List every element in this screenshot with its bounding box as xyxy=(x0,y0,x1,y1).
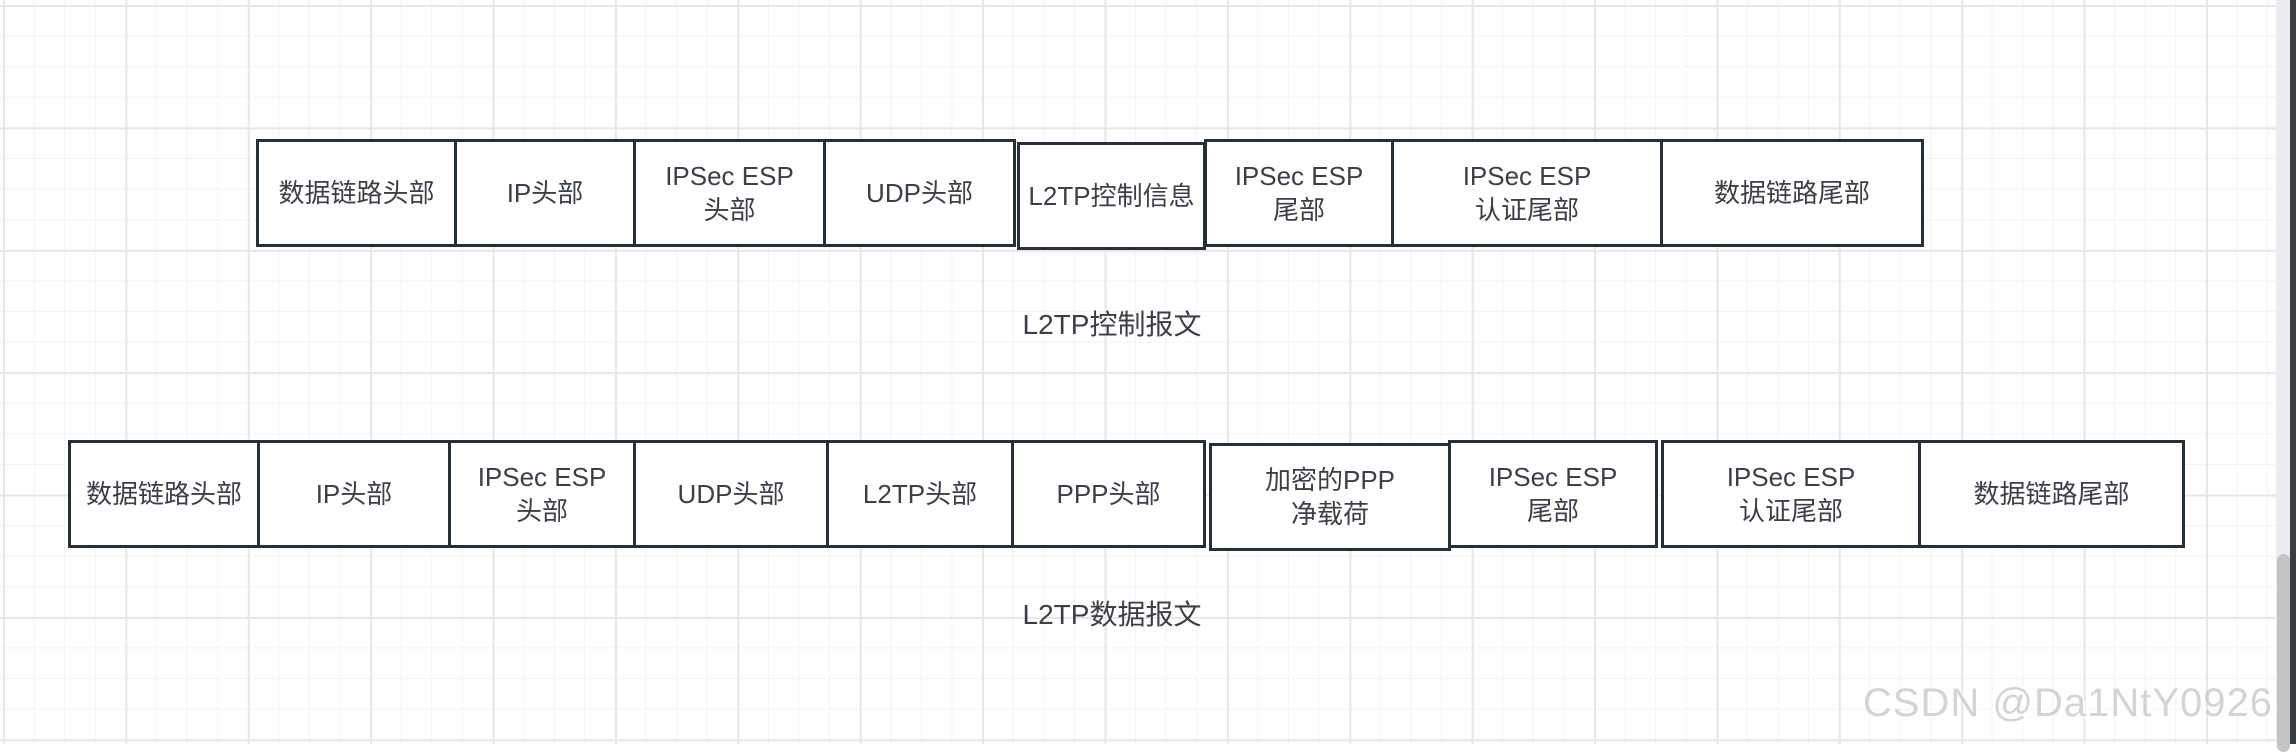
control-packet-caption: L2TP控制报文 xyxy=(1022,309,1202,340)
packet-field-text: IP头部 xyxy=(315,479,393,509)
packet-field-text: L2TP头部 xyxy=(862,479,978,509)
packet-field-text: PPP头部 xyxy=(1056,479,1161,509)
packet-field-box: 数据链路头部 xyxy=(256,139,457,247)
packet-field-box: IPSec ESP 尾部 xyxy=(1204,139,1394,247)
packet-field-box: 数据链路尾部 xyxy=(1660,139,1924,247)
packet-field-text: IPSec ESP 头部 xyxy=(665,161,794,225)
packet-field-box: IP头部 xyxy=(257,440,451,548)
packet-field-text: IPSec ESP 尾部 xyxy=(1488,462,1618,526)
csdn-watermark: CSDN @Da1NtY0926 xyxy=(1862,681,2273,725)
packet-field-text: 数据链路头部 xyxy=(278,178,435,208)
packet-field-text: 数据链路尾部 xyxy=(1713,178,1870,208)
packet-field-text: L2TP控制信息 xyxy=(1028,181,1195,211)
packet-field-text: UDP头部 xyxy=(677,479,785,509)
packet-field-box: UDP头部 xyxy=(633,440,829,548)
packet-field-text: UDP头部 xyxy=(866,178,973,208)
packet-field-text: 数据链路头部 xyxy=(85,479,242,509)
packet-field-text: 数据链路尾部 xyxy=(1973,479,2130,509)
packet-field-box: IPSec ESP 头部 xyxy=(448,440,636,548)
packet-field-text: IPSec ESP 认证尾部 xyxy=(1726,462,1856,526)
data-packet-caption: L2TP数据报文 xyxy=(1022,599,1202,630)
packet-field-text: IP头部 xyxy=(506,178,584,208)
packet-field-text: IPSec ESP 头部 xyxy=(477,462,607,526)
packet-field-box: IPSec ESP 头部 xyxy=(633,139,826,247)
packet-field-box: 数据链路尾部 xyxy=(1918,440,2185,548)
packet-field-text: IPSec ESP 尾部 xyxy=(1234,161,1364,225)
window-edge-strip xyxy=(2290,0,2296,744)
packet-field-box: IPSec ESP 尾部 xyxy=(1448,440,1658,548)
packet-field-text: 加密的PPP 净载荷 xyxy=(1264,465,1396,529)
packet-field-box: 数据链路头部 xyxy=(68,440,260,548)
packet-field-box: IPSec ESP 认证尾部 xyxy=(1391,139,1663,247)
packet-field-box: 加密的PPP 净载荷 xyxy=(1209,443,1451,551)
vertical-scrollbar-track[interactable] xyxy=(2276,0,2290,752)
packet-field-box: L2TP控制信息 xyxy=(1017,142,1206,250)
vertical-scrollbar-thumb[interactable] xyxy=(2277,554,2290,752)
packet-field-box: IPSec ESP 认证尾部 xyxy=(1661,440,1921,548)
packet-field-box: PPP头部 xyxy=(1011,440,1206,548)
packet-field-box: L2TP头部 xyxy=(826,440,1014,548)
packet-field-box: UDP头部 xyxy=(823,139,1016,247)
packet-field-text: IPSec ESP 认证尾部 xyxy=(1462,161,1592,225)
packet-field-box: IP头部 xyxy=(454,139,636,247)
